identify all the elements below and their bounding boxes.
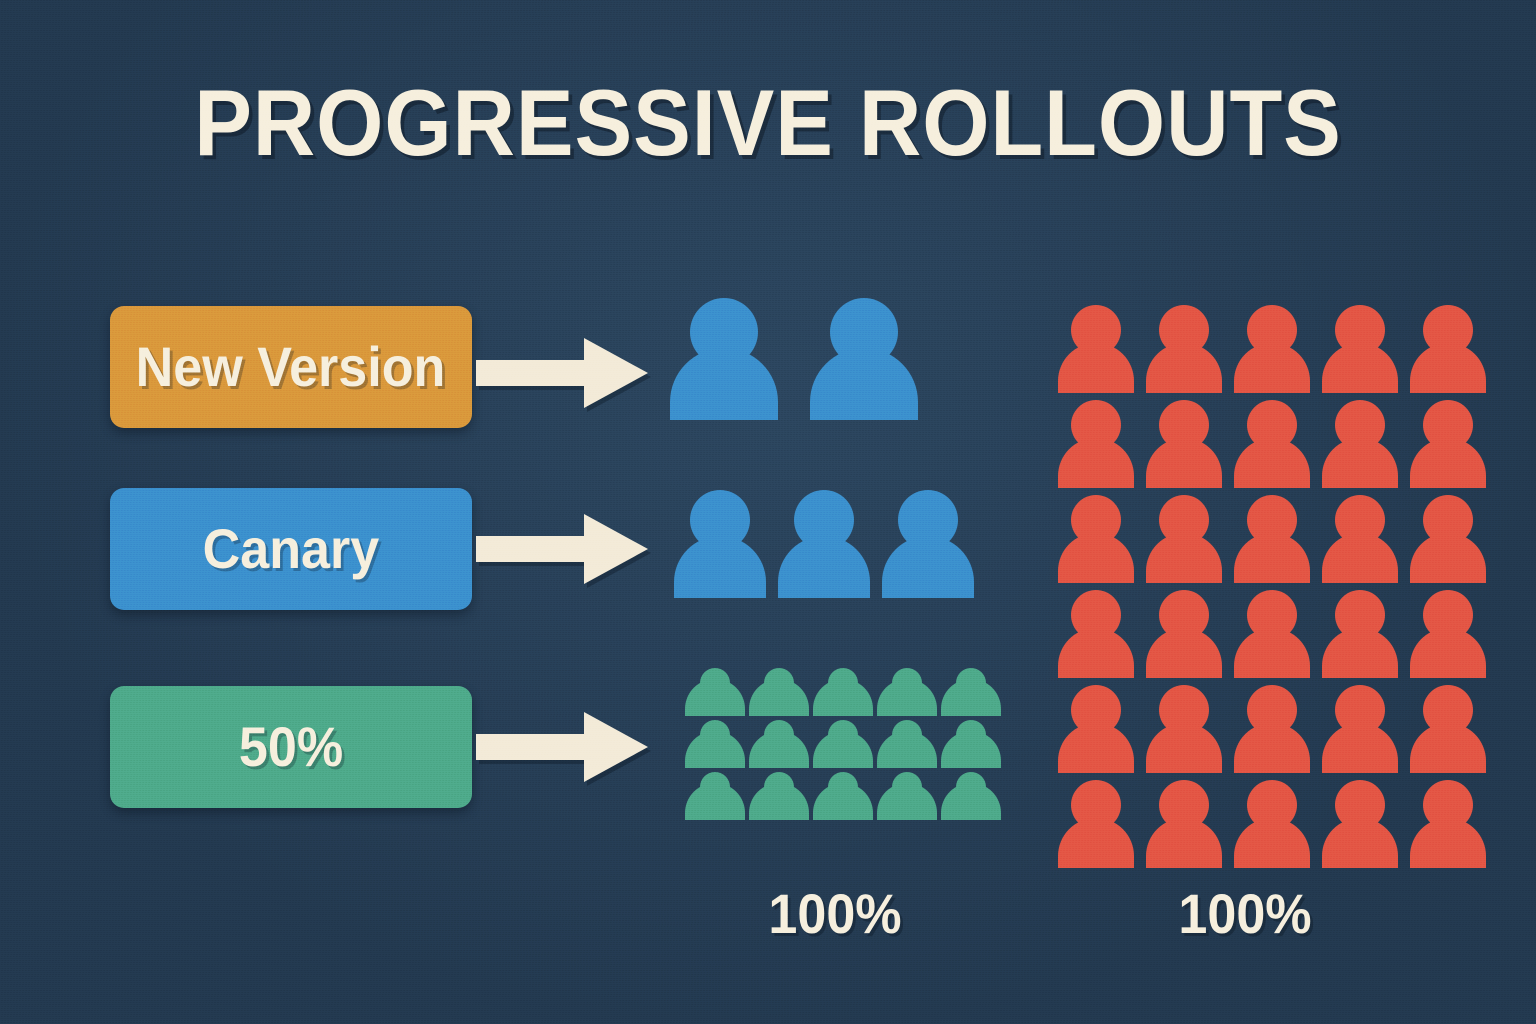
person-icon [1056, 780, 1136, 868]
person-icon [1056, 305, 1136, 393]
person-icon [748, 720, 810, 768]
stage-pill-label: Canary [202, 517, 380, 580]
person-icon [940, 668, 1002, 716]
right-block-arrow-icon [476, 336, 648, 410]
person-icon [812, 668, 874, 716]
person-icon [1408, 305, 1488, 393]
person-icon [1056, 685, 1136, 773]
person-icon [1408, 590, 1488, 678]
person-icon [1144, 590, 1224, 678]
person-icon [672, 490, 768, 598]
person-icon [1320, 305, 1400, 393]
page-title: PROGRESSIVE ROLLOUTS [194, 70, 1342, 175]
person-icon [684, 720, 746, 768]
person-icon [1408, 495, 1488, 583]
caption-green-100: 100% [768, 882, 902, 945]
stage-pill-label: New Version [136, 335, 446, 398]
stage-pill-label: 50% [238, 715, 344, 778]
right-block-arrow-icon [476, 710, 648, 784]
person-icon [1144, 305, 1224, 393]
person-icon [1320, 685, 1400, 773]
person-icon [1056, 400, 1136, 488]
person-icon [776, 490, 872, 598]
person-icon [812, 720, 874, 768]
stage-pill-canary[interactable]: Canary [110, 488, 472, 610]
stage-pill-new-version[interactable]: New Version [110, 306, 472, 428]
person-icon [1144, 780, 1224, 868]
right-block-arrow-icon [476, 512, 648, 586]
person-icon [808, 298, 920, 420]
person-icon [876, 720, 938, 768]
caption-red-100: 100% [1178, 882, 1312, 945]
person-icon [1232, 495, 1312, 583]
person-icon [1144, 495, 1224, 583]
person-icon [876, 772, 938, 820]
person-icon [1320, 780, 1400, 868]
person-icon [1056, 590, 1136, 678]
person-icon [748, 668, 810, 716]
person-icon [880, 490, 976, 598]
person-icon [1232, 305, 1312, 393]
person-icon [1056, 495, 1136, 583]
person-icon [1232, 780, 1312, 868]
person-icon [1232, 685, 1312, 773]
person-icon [748, 772, 810, 820]
person-icon [1408, 400, 1488, 488]
person-icon [684, 772, 746, 820]
stage-pill-fifty-percent[interactable]: 50% [110, 686, 472, 808]
person-icon [684, 668, 746, 716]
person-icon [1144, 400, 1224, 488]
person-icon [1408, 780, 1488, 868]
person-icon [940, 720, 1002, 768]
person-icon [668, 298, 780, 420]
person-icon [940, 772, 1002, 820]
person-icon [812, 772, 874, 820]
person-icon [1320, 495, 1400, 583]
person-icon [1144, 685, 1224, 773]
person-icon [1232, 400, 1312, 488]
person-icon [1320, 400, 1400, 488]
person-icon [1320, 590, 1400, 678]
person-icon [1408, 685, 1488, 773]
person-icon [876, 668, 938, 716]
person-icon [1232, 590, 1312, 678]
